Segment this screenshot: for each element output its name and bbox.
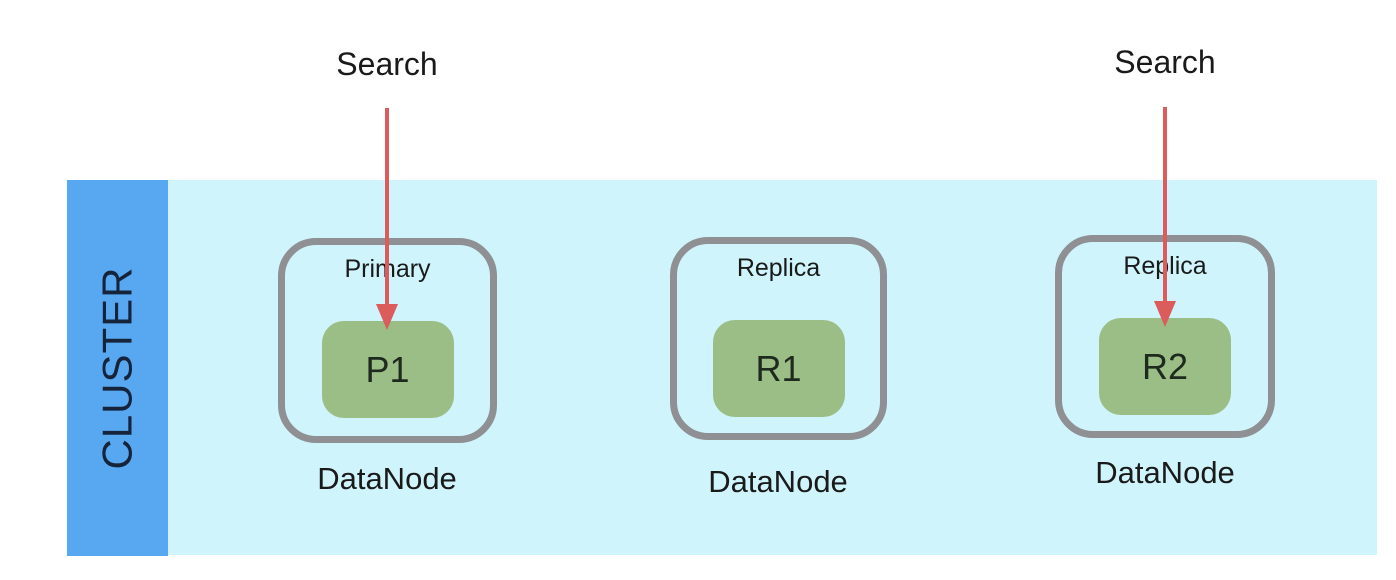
arrow-line [385,108,389,304]
shard-p1: P1 [321,321,454,418]
search-arrow-to-r2 [1154,107,1176,327]
arrow-head-icon [376,304,398,330]
search-arrow-to-p1 [376,108,398,330]
datanode-caption-1: DataNode [317,461,457,496]
arrow-line [1163,107,1167,301]
cluster-label: CLUSTER [93,266,141,470]
shard-r2-label: R2 [1141,345,1189,387]
shard-p1-label: P1 [365,348,410,390]
shard-r1: R1 [712,320,845,417]
shard-role-label: Replica [736,254,821,282]
arrow-head-icon [1154,301,1176,327]
shard-r1-label: R1 [755,347,802,389]
shard-r2: R2 [1099,318,1231,415]
datanode-box-replica-1: Replica R1 [670,237,887,440]
search-label-right: Search [1114,44,1216,80]
cluster-sidebar: CLUSTER [67,180,168,556]
datanode-caption-3: DataNode [1095,455,1235,490]
datanode-caption-2: DataNode [708,464,848,499]
search-label-left: Search [336,46,438,82]
